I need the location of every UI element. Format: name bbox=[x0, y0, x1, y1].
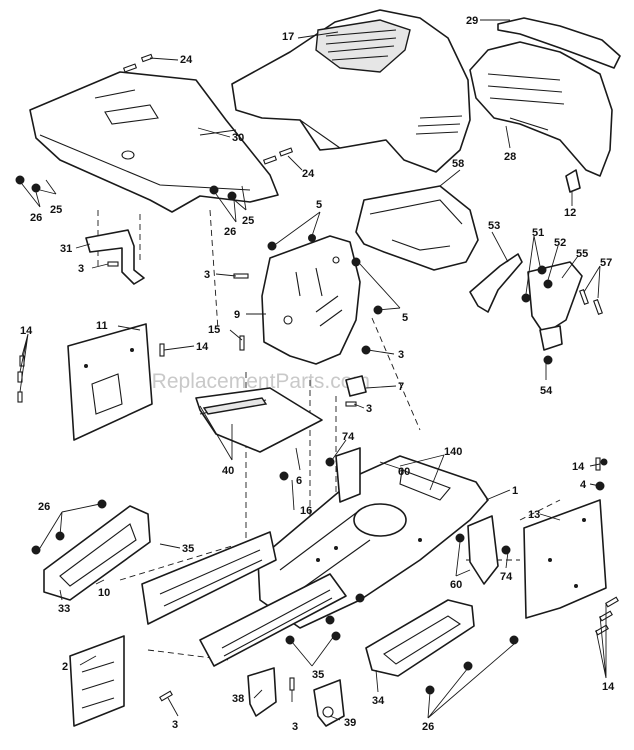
callout-3-c: 3 bbox=[398, 349, 404, 361]
part-34-footrest bbox=[365, 599, 475, 677]
part-2-bracket-plate bbox=[69, 635, 125, 727]
callout-60-top: 60 bbox=[398, 466, 410, 478]
part-38-bracket bbox=[247, 667, 277, 717]
callout-5-mid: 5 bbox=[402, 312, 408, 324]
part-54-pivot bbox=[539, 325, 563, 351]
callout-4: 4 bbox=[580, 479, 587, 491]
part-140-bracket bbox=[335, 447, 361, 503]
part-13-side-plate bbox=[523, 499, 607, 619]
callout-33: 33 bbox=[58, 603, 70, 615]
callout-1: 1 bbox=[512, 485, 518, 497]
frame-rail-inner bbox=[199, 573, 347, 667]
part-17-hood-shell bbox=[231, 9, 471, 173]
callout-54: 54 bbox=[540, 385, 553, 397]
callout-7: 7 bbox=[398, 381, 404, 393]
part-58-deflector bbox=[355, 185, 479, 271]
callout-38: 38 bbox=[232, 693, 244, 705]
callout-34: 34 bbox=[372, 695, 385, 707]
callout-6: 6 bbox=[296, 475, 302, 487]
callout-14-mid: 14 bbox=[196, 341, 209, 353]
callout-24-top: 24 bbox=[180, 54, 193, 66]
part-7-spacer bbox=[345, 375, 367, 397]
callout-25-mid: 25 bbox=[242, 215, 254, 227]
part-28-nose-panel bbox=[469, 41, 613, 177]
callout-11: 11 bbox=[96, 320, 108, 332]
callout-10: 10 bbox=[98, 587, 110, 599]
part-29-grille-trim bbox=[497, 17, 621, 69]
callout-2: 2 bbox=[62, 661, 68, 673]
callout-51: 51 bbox=[532, 227, 544, 239]
watermark-text: eReplacementParts.com bbox=[140, 370, 370, 393]
leader-lines bbox=[19, 19, 607, 721]
frame-rail-outer bbox=[141, 531, 277, 625]
callout-9: 9 bbox=[234, 309, 240, 321]
callout-3-b: 3 bbox=[204, 269, 210, 281]
callout-35-left: 35 bbox=[182, 543, 194, 555]
callout-31: 31 bbox=[60, 243, 72, 255]
callout-15: 15 bbox=[208, 324, 220, 336]
part-31-bracket bbox=[85, 229, 145, 285]
callout-26-bottom: 26 bbox=[422, 721, 434, 733]
callout-16: 16 bbox=[300, 505, 312, 517]
callout-40: 40 bbox=[222, 465, 234, 477]
callout-52: 52 bbox=[554, 237, 566, 249]
callout-55: 55 bbox=[576, 248, 588, 260]
callout-13: 13 bbox=[528, 509, 540, 521]
part-11-side-plate bbox=[67, 323, 153, 441]
part-40-battery-tray bbox=[195, 387, 323, 453]
callout-58: 58 bbox=[452, 158, 464, 170]
callout-5-top: 5 bbox=[316, 199, 322, 211]
callout-labels: 24 30 26 25 17 29 28 24 26 25 31 3 5 58 … bbox=[20, 15, 615, 733]
callout-24-mid: 24 bbox=[302, 168, 315, 180]
callout-3-f: 3 bbox=[292, 721, 298, 733]
callout-30: 30 bbox=[232, 132, 244, 144]
callout-12: 12 bbox=[564, 207, 576, 219]
part-9-dash-panel bbox=[261, 235, 361, 365]
callout-3-a: 3 bbox=[78, 263, 84, 275]
callout-74-top: 74 bbox=[342, 431, 355, 443]
callout-74-bottom: 74 bbox=[500, 571, 513, 583]
part-12-latch bbox=[565, 169, 581, 193]
callout-3-d: 3 bbox=[366, 403, 372, 415]
callout-17: 17 bbox=[282, 31, 294, 43]
part-33-footrest bbox=[43, 505, 151, 601]
callout-29: 29 bbox=[466, 15, 478, 27]
callout-39: 39 bbox=[344, 717, 356, 729]
callout-3-e: 3 bbox=[172, 719, 178, 731]
callout-140: 140 bbox=[444, 446, 462, 458]
callout-14-right-bottom: 14 bbox=[602, 681, 615, 693]
callout-25-left: 25 bbox=[50, 204, 62, 216]
callout-57: 57 bbox=[600, 257, 612, 269]
callout-26-left: 26 bbox=[30, 212, 42, 224]
callout-35-bottom: 35 bbox=[312, 669, 324, 681]
part-60-brace bbox=[467, 515, 499, 585]
callout-60-bottom: 60 bbox=[450, 579, 462, 591]
part-30-hood bbox=[29, 71, 279, 213]
callout-28: 28 bbox=[504, 151, 516, 163]
part-55-bracket bbox=[527, 261, 583, 335]
part-39-bracket bbox=[313, 679, 345, 727]
callout-14-right-top: 14 bbox=[572, 461, 585, 473]
callout-26-lower-left: 26 bbox=[38, 501, 50, 513]
part-53-link bbox=[469, 253, 523, 313]
callout-14-left: 14 bbox=[20, 325, 33, 337]
callout-53: 53 bbox=[488, 220, 500, 232]
callout-26-mid: 26 bbox=[224, 226, 236, 238]
